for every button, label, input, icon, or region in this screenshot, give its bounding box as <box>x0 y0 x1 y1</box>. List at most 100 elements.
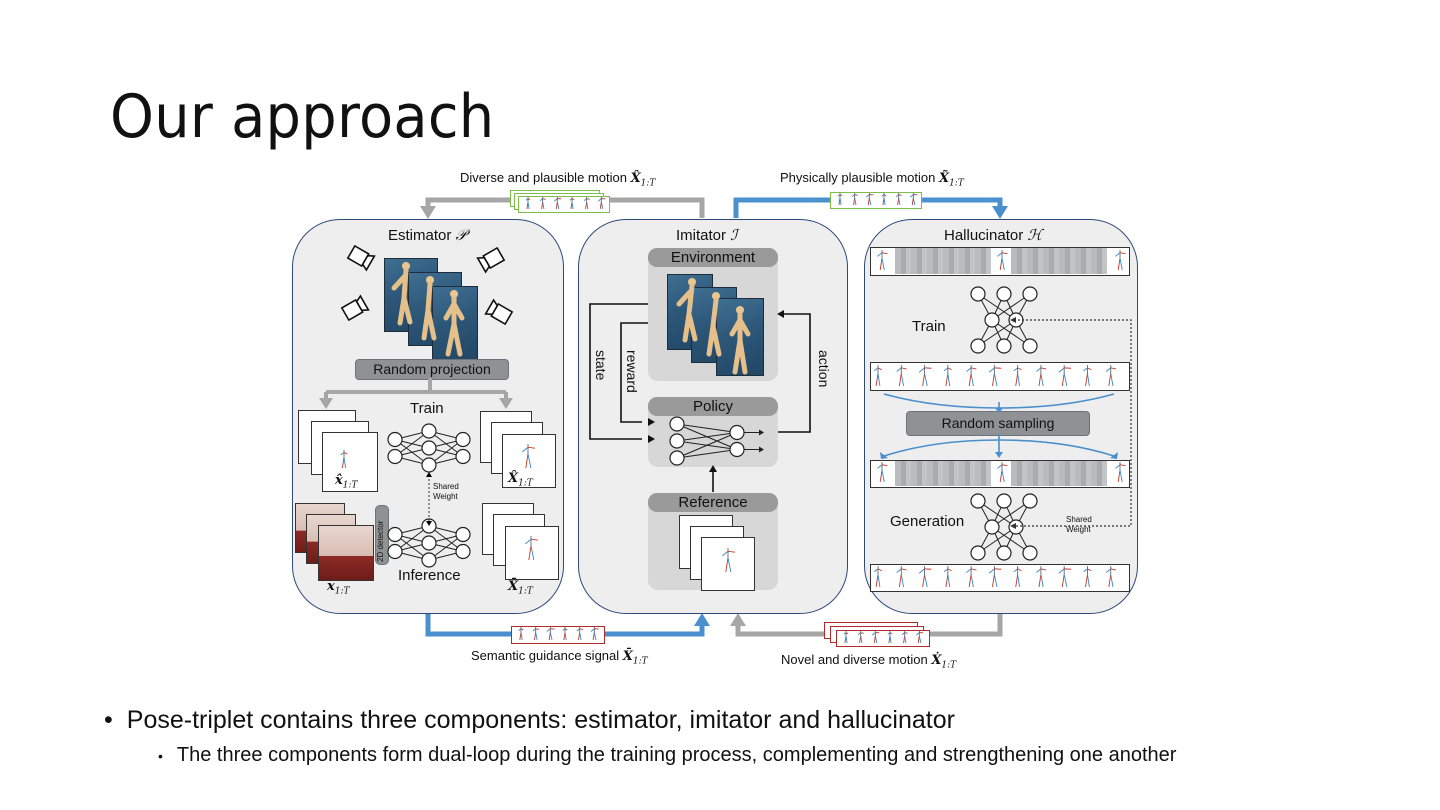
pose3d-frame <box>502 434 556 488</box>
hallucinator-title: Hallucinator ℋ <box>944 226 1042 244</box>
flow-top-right-text: Physically plausible motion <box>780 170 936 185</box>
X-hat-label: X̂1:T <box>508 470 533 489</box>
network-node <box>996 545 1012 561</box>
hallucinator-shared-weight-label: Shared Weight <box>1066 515 1092 535</box>
X-hat-symbol: X̂ <box>508 471 519 486</box>
masked-region <box>895 248 991 274</box>
network-node <box>970 545 986 561</box>
X-bar-label: X̄1:T <box>508 578 533 597</box>
shared-weight-dotted-arrow <box>1010 317 1132 529</box>
network-node <box>421 535 437 551</box>
network-edge <box>991 293 1031 321</box>
random-projection-box: Random projection <box>355 359 509 380</box>
flow-bottom-left-subscript: 1:T <box>632 656 648 667</box>
flow-bottom-left-arrowhead <box>694 613 710 626</box>
network-edge <box>676 423 738 433</box>
network-node <box>1022 338 1038 354</box>
hallucinator-train-network <box>970 286 1038 354</box>
slide-title: Our approach <box>110 82 495 152</box>
output-arrowhead <box>759 429 764 436</box>
flow-bottom-right-symbol: Ẋ <box>931 653 942 668</box>
network-node <box>421 552 437 568</box>
network-node <box>996 286 1012 302</box>
network-edge <box>676 432 738 442</box>
network-node <box>669 450 685 466</box>
network-edge <box>676 449 738 459</box>
network-edge <box>977 319 1017 347</box>
output-arrowhead <box>759 446 764 453</box>
flow-top-left-arrowhead <box>420 206 436 219</box>
bullet-text: Pose-triplet contains three components: … <box>126 706 955 734</box>
network-node <box>455 431 471 448</box>
imitator-symbol: ℐ <box>730 226 738 244</box>
network-node <box>387 431 403 448</box>
network-node <box>1022 286 1038 302</box>
network-node <box>455 448 471 465</box>
imitator-loop-arrows <box>589 303 811 492</box>
shared-weight-arrowhead <box>426 472 432 477</box>
weight-text: Weight <box>1066 525 1091 534</box>
x-symbol: x <box>327 579 335 594</box>
X-hat-subscript: 1:T <box>518 478 533 489</box>
flow-bottom-right-text: Novel and diverse motion <box>781 652 928 667</box>
network-node <box>421 457 437 473</box>
flow-bottom-left-text: Semantic guidance signal <box>471 648 620 663</box>
masked-region <box>1011 248 1107 274</box>
flow-top-right-subscript: 1:T <box>949 178 964 189</box>
network-node <box>984 312 1000 328</box>
flow-top-left-strip <box>518 196 610 213</box>
hallucinator-generation-network <box>970 493 1038 561</box>
x-hat-subscript: 1:T <box>342 480 358 491</box>
network-node <box>996 493 1012 509</box>
network-node <box>970 286 986 302</box>
estimator-networks <box>387 423 471 568</box>
sampling-arrows <box>880 393 1118 459</box>
network-node <box>970 493 986 509</box>
flow-top-left-symbol: X̂ <box>630 171 641 186</box>
video-frame <box>318 525 374 581</box>
camera-icon <box>346 244 376 272</box>
flow-bottom-right-subscript: 1:T <box>941 660 957 671</box>
projection-arrows <box>319 378 513 409</box>
estimator-inference-label: Inference <box>398 567 461 584</box>
masked-region <box>1011 461 1107 486</box>
hallucinator-title-text: Hallucinator <box>944 227 1024 244</box>
flow-top-left-label: Diverse and plausible motion X̂1:T <box>460 170 655 189</box>
hallucinator-train-label: Train <box>912 318 946 335</box>
action-label: action <box>816 350 832 388</box>
bullet-glyph: • <box>158 748 163 764</box>
X-bar-symbol: X̄ <box>508 579 519 594</box>
humanoid-figures <box>391 262 465 357</box>
random-sampling-box: Random sampling <box>906 411 1090 436</box>
network-edge <box>991 526 1031 554</box>
estimator-symbol: 𝒫 <box>455 226 467 244</box>
network-node <box>1022 545 1038 561</box>
network-node <box>387 543 403 560</box>
estimator-train-network <box>387 423 471 473</box>
masked-region <box>895 461 991 486</box>
network-edge <box>977 526 1017 554</box>
reference-header: Reference <box>648 493 778 512</box>
weight-text: Weight <box>433 492 458 501</box>
pose3d-frame <box>505 526 559 580</box>
estimator-train-label: Train <box>410 400 444 417</box>
generated-sequence-strip <box>870 564 1130 592</box>
X-bar-subscript: 1:T <box>518 586 533 597</box>
flow-top-left-text: Diverse and plausible motion <box>460 170 627 185</box>
state-arrow <box>589 303 648 440</box>
humanoid-figures <box>676 278 751 375</box>
x-hat-symbol: x̂ <box>335 473 343 488</box>
policy-network <box>669 416 764 466</box>
network-node <box>1022 493 1038 509</box>
flow-bottom-right-label: Novel and diverse motion Ẋ1:T <box>781 652 956 671</box>
x-input-label: x1:T <box>327 578 350 597</box>
flow-top-right-label: Physically plausible motion X̃1:T <box>780 170 964 189</box>
estimator-title: Estimator 𝒫 <box>388 226 466 244</box>
flow-top-right-strip <box>830 192 922 209</box>
sub-bullet-text: The three components form dual-loop duri… <box>176 744 1177 766</box>
shared-weight-arrowhead <box>426 521 432 526</box>
network-node <box>455 526 471 543</box>
environment-header: Environment <box>648 248 778 267</box>
reference-frame <box>701 537 755 591</box>
